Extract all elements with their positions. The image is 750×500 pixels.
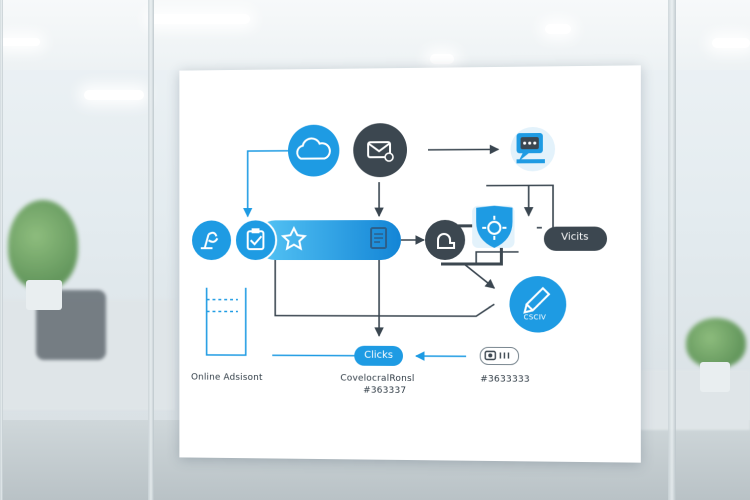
flowchart-diagram [179,65,640,462]
mail-icon [368,141,392,159]
glass-frame [668,0,676,500]
desk [640,370,750,430]
connector-lines [207,149,553,357]
plant [8,200,78,290]
cloud-node [287,124,340,177]
clicks-label: Clicks [364,349,394,361]
visits-label: Vicits [561,231,589,243]
plant-pot [700,362,730,392]
clicks-pill [354,345,404,366]
conversational-code: #363337 [363,385,407,396]
ceiling-light [150,14,250,24]
ceiling-light [84,90,144,100]
camera-node [480,347,518,364]
process-bar [192,219,402,261]
user-node [424,205,515,264]
ceiling-light [430,54,454,64]
visits-pill [543,226,608,251]
online-assistant-label: Online Adsisont [191,372,263,383]
right-code-label: #3633333 [480,374,530,385]
pencil-node [509,276,567,333]
plant [686,318,746,368]
plant-pot [26,280,62,310]
shield-icon [476,205,513,248]
glass-frame [148,0,154,500]
document-icon [370,227,388,250]
pencil-caption: CSCIV [523,313,547,322]
conversational-title: CovelocralRonsl [340,373,415,385]
whiteboard-panel: Vicits Clicks CSCIV Online Adsisont Cove… [179,65,640,462]
ceiling-light [712,38,750,48]
glass-frame [0,0,3,500]
ceiling-light [545,24,571,34]
ceiling [0,0,750,70]
mail-node [353,123,407,178]
chat-node [510,126,556,172]
ceiling-light [0,38,40,46]
